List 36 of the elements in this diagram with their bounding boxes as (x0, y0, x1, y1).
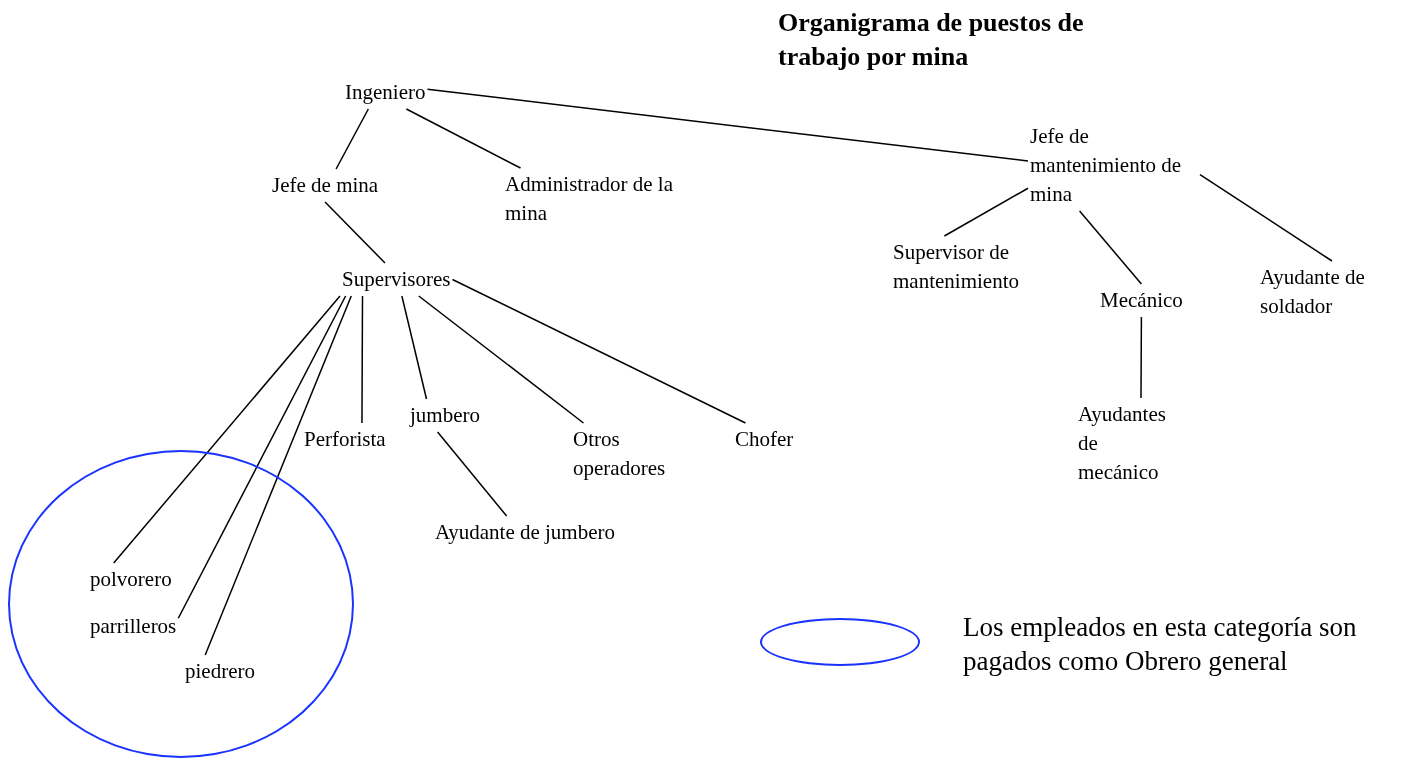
job-title: Otros operadores (571, 423, 696, 485)
connector-line (204, 295, 352, 656)
job-title: Perforista (302, 423, 388, 456)
connector-line (112, 295, 341, 564)
job-title: piedrero (183, 655, 257, 688)
job-title: polvorero (88, 563, 174, 596)
job-title: Ayudantes de mecánico (1076, 398, 1176, 489)
legend-text: Los empleados en esta categoría son pagados como Obrero general (963, 611, 1358, 678)
connector-line (451, 278, 747, 424)
connector-line (1078, 210, 1143, 285)
job-title: Mecánico (1098, 284, 1185, 317)
connector-line (943, 187, 1029, 237)
job-title: jumbero (408, 399, 482, 432)
connector-line (1199, 173, 1333, 262)
connector-line (418, 295, 585, 424)
connector-line (426, 88, 1029, 162)
job-title: Chofer (733, 423, 796, 456)
connector-line (335, 108, 370, 170)
job-title: Supervisores (340, 263, 453, 296)
job-title: Ingeniero (343, 76, 428, 109)
job-title: Ayudante de jumbero (433, 516, 618, 549)
connector-line (324, 201, 386, 264)
connector-line (1140, 316, 1143, 399)
diagram-title: Organigrama de puestos de trabajo por mina (778, 7, 1085, 73)
ellipse-outline (8, 450, 354, 758)
connector-line (177, 295, 347, 619)
job-title: Jefe de mantenimiento de mina (1028, 120, 1200, 211)
connector-line (405, 108, 522, 169)
job-title: parrilleros (88, 610, 179, 643)
job-title: Administrador de la mina (503, 168, 678, 230)
connector-line (401, 295, 428, 400)
connector-line (361, 295, 364, 424)
connector-line (436, 431, 508, 517)
job-title: Supervisor de mantenimiento (891, 236, 1069, 298)
job-title: Ayudante de soldador (1258, 261, 1406, 323)
job-title: Jefe de mina (270, 169, 381, 202)
